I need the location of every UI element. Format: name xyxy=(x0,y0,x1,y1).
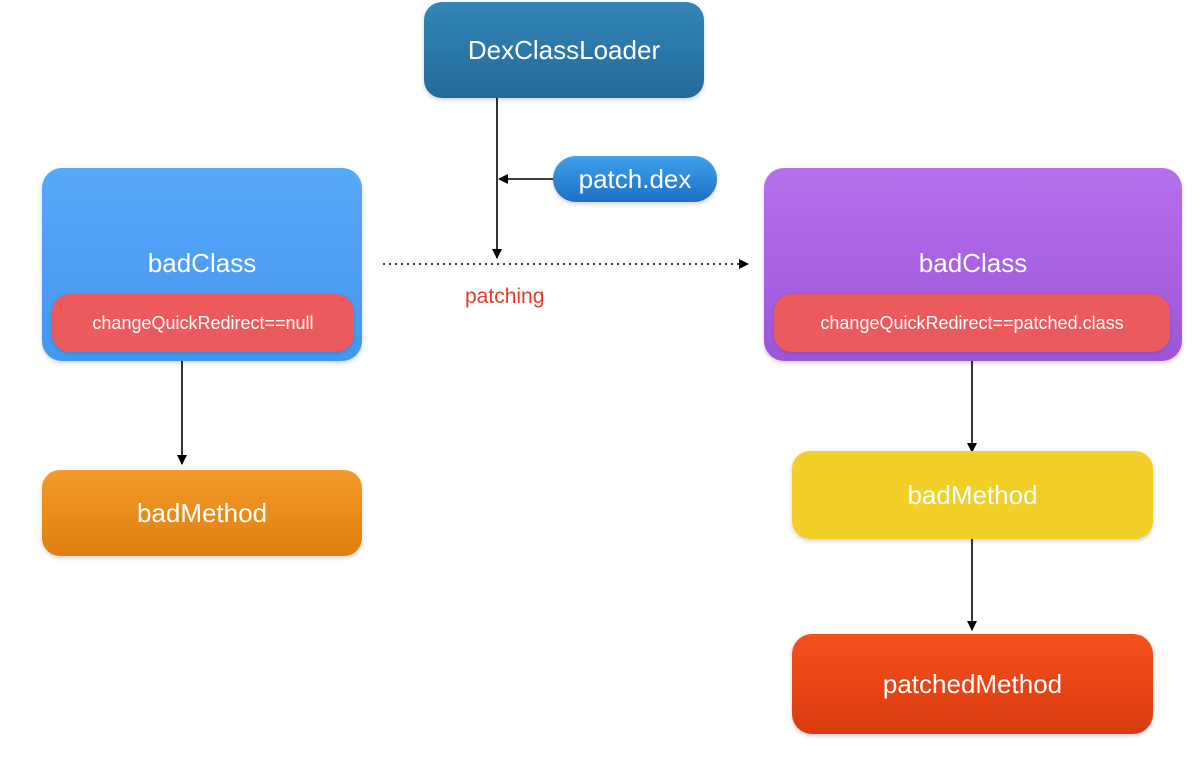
patched-method-node: patchedMethod xyxy=(792,634,1153,734)
left-redirect-label: changeQuickRedirect==null xyxy=(92,312,314,333)
left-badclass-node: badClass changeQuickRedirect==null xyxy=(42,168,362,361)
right-badmethod-node: badMethod xyxy=(792,451,1153,539)
dexclassloader-node: DexClassLoader xyxy=(424,2,704,98)
right-badclass-node: badClass changeQuickRedirect==patched.cl… xyxy=(764,168,1182,361)
right-badmethod-label: badMethod xyxy=(907,479,1038,510)
left-badmethod-label: badMethod xyxy=(136,497,268,528)
dexclassloader-label: DexClassLoader xyxy=(467,34,661,65)
patching-label: patching xyxy=(465,285,545,308)
right-redirect-pill: changeQuickRedirect==patched.class xyxy=(774,294,1170,352)
patched-method-label: patchedMethod xyxy=(882,668,1063,699)
left-badclass-title: badClass xyxy=(147,248,257,278)
right-badclass-title: badClass xyxy=(918,248,1028,278)
left-badmethod-node: badMethod xyxy=(42,470,362,556)
right-redirect-label: changeQuickRedirect==patched.class xyxy=(820,312,1124,333)
left-redirect-pill: changeQuickRedirect==null xyxy=(52,294,354,352)
patch-dex-node: patch.dex xyxy=(553,156,717,202)
patch-dex-label: patch.dex xyxy=(578,163,692,194)
